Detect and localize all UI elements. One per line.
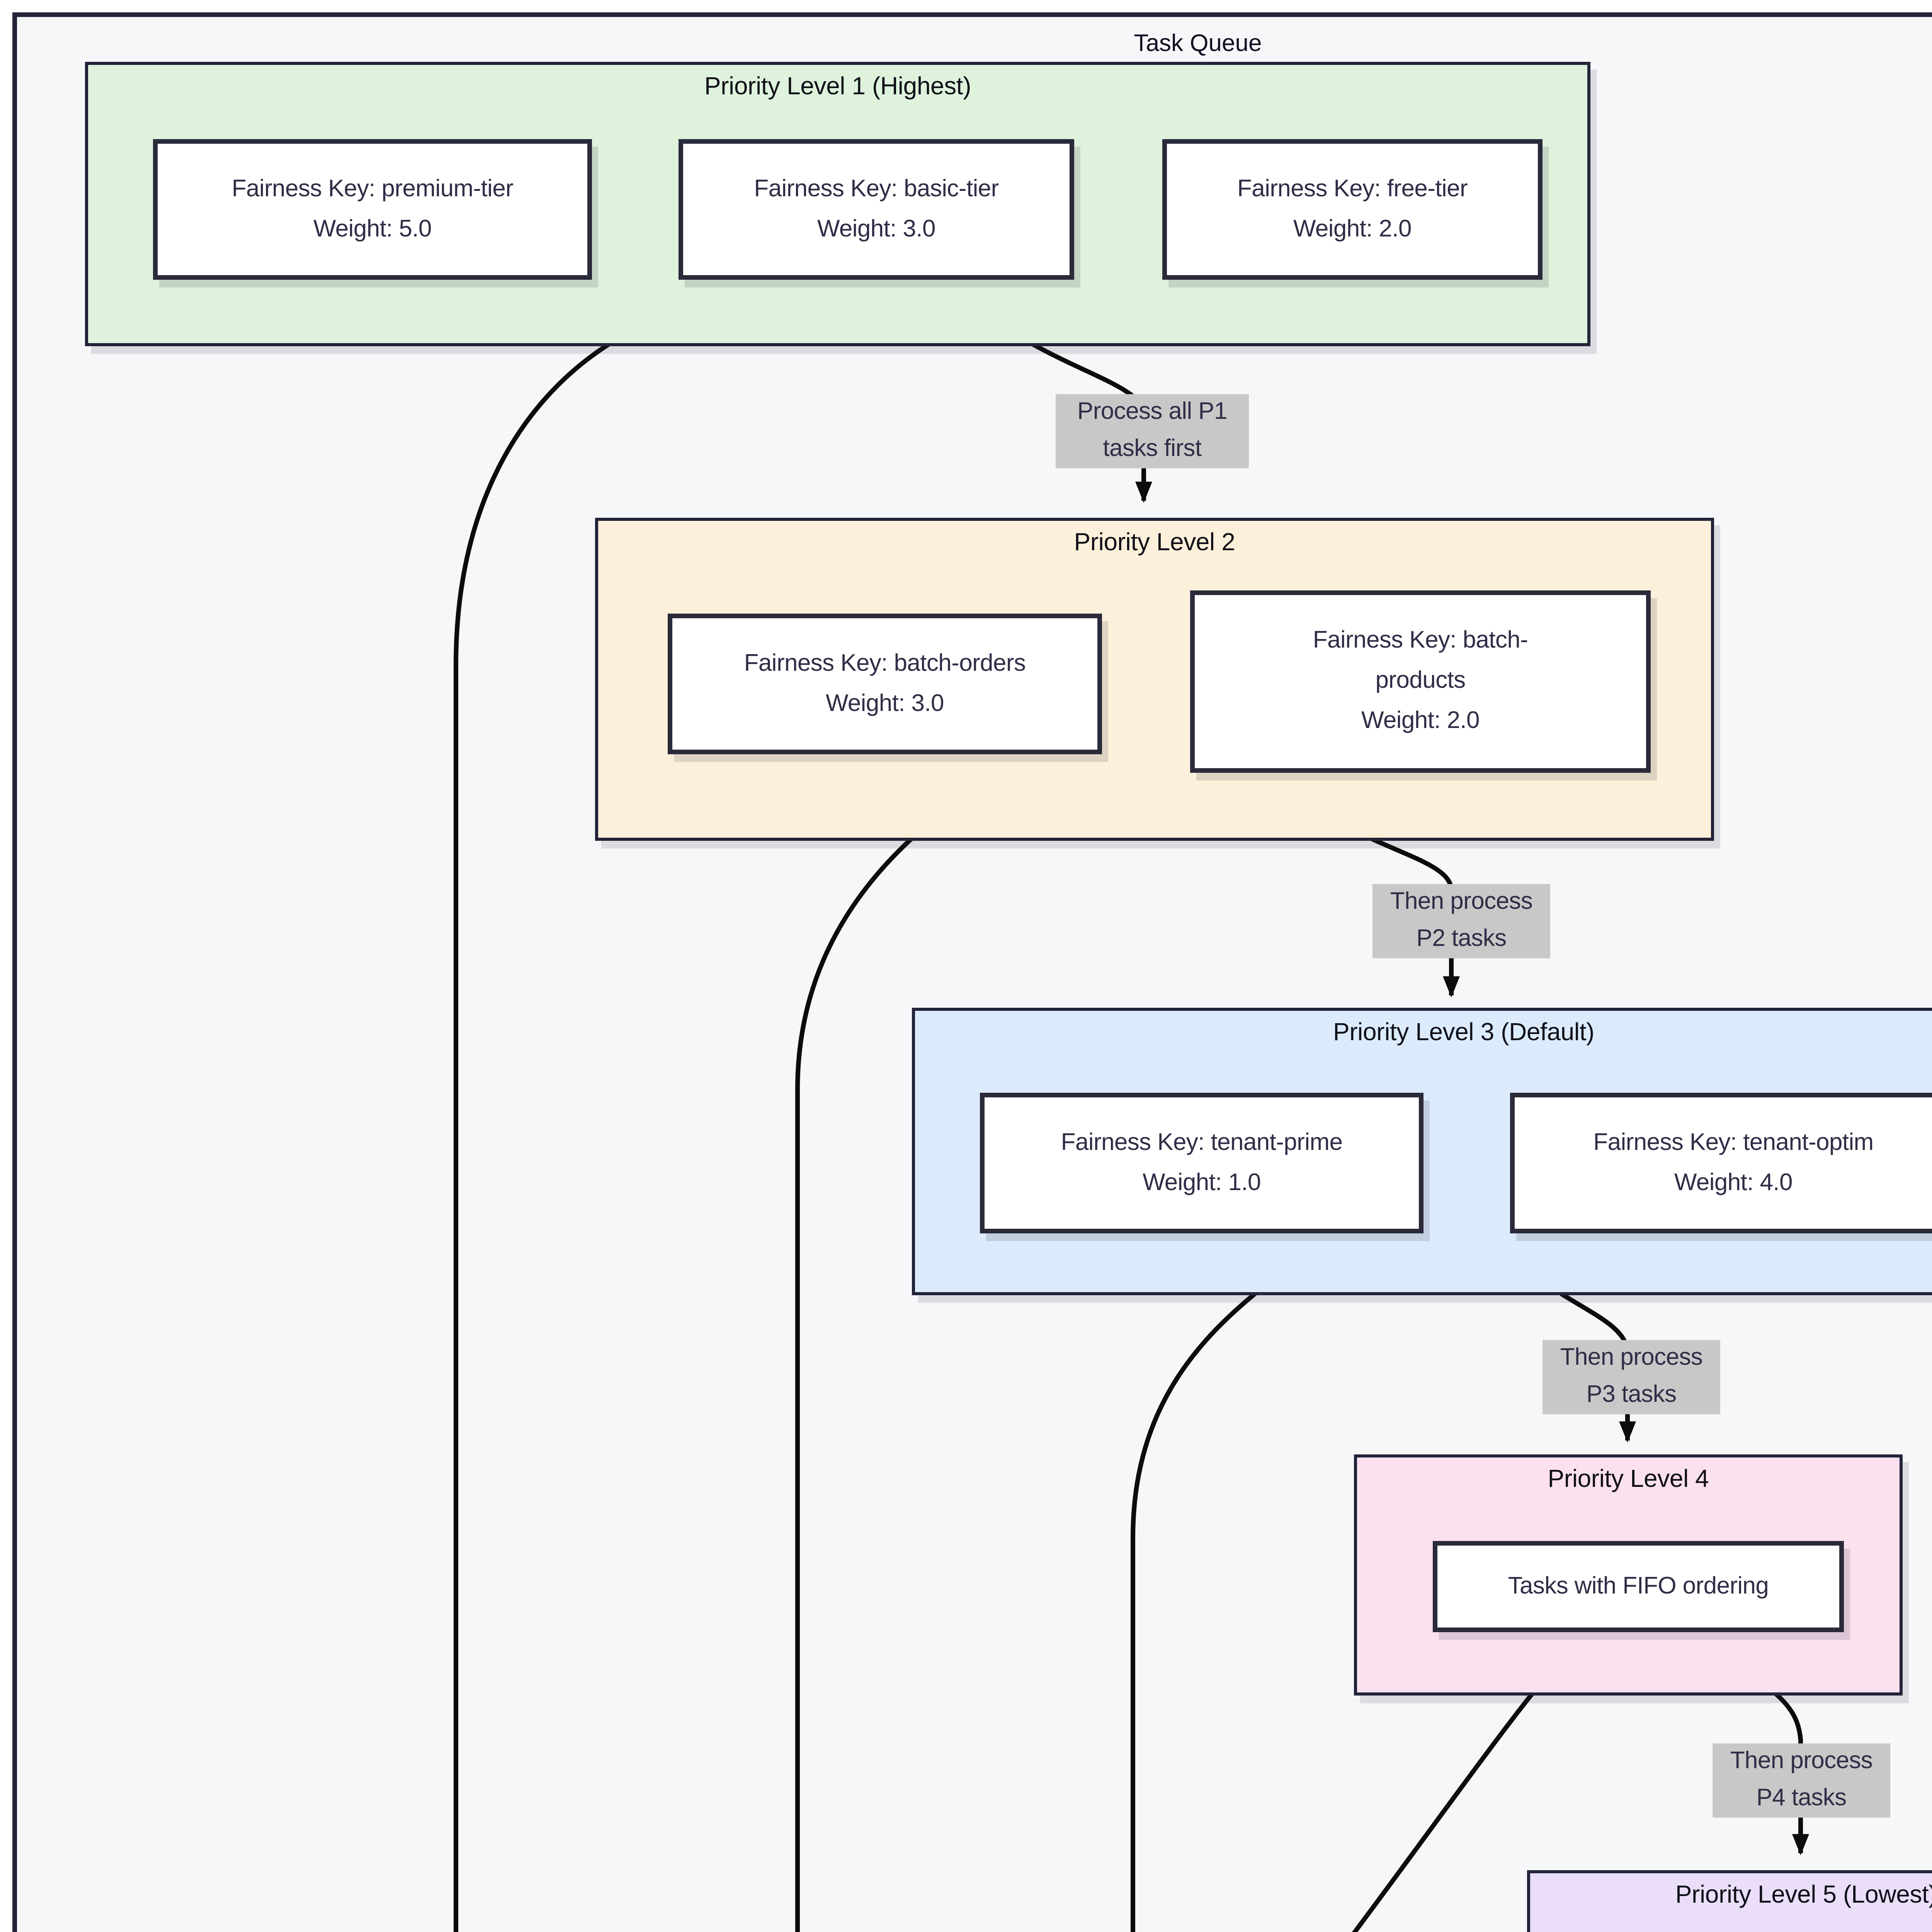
cluster-title-p1: Priority Level 1 (Highest) bbox=[704, 74, 971, 100]
edge-label-process-p4: Then process P4 tasks bbox=[1713, 1743, 1890, 1818]
node-batch-products: Fairness Key: batch- products Weight: 2.… bbox=[1190, 590, 1651, 773]
edge-label-line: Then process bbox=[1730, 1748, 1873, 1774]
node-line: products bbox=[1375, 668, 1466, 694]
node-line: Weight: 1.0 bbox=[1143, 1169, 1261, 1196]
task-queue-title: Task Queue bbox=[1134, 31, 1262, 57]
node-line: Weight: 4.0 bbox=[1674, 1169, 1793, 1196]
node-line: Fairness Key: batch- bbox=[1313, 628, 1528, 654]
edge-p4-to-workers bbox=[1352, 1691, 1535, 1932]
node-basic-tier: Fairness Key: basic-tier Weight: 3.0 bbox=[679, 139, 1074, 280]
edge-label-process-p1: Process all P1 tasks first bbox=[1056, 394, 1249, 468]
node-tenant-prime: Fairness Key: tenant-prime Weight: 1.0 bbox=[980, 1093, 1423, 1233]
edge-p3-to-workers bbox=[1131, 1292, 1257, 1932]
cluster-title-p2: Priority Level 2 bbox=[1074, 530, 1235, 556]
node-line: Weight: 3.0 bbox=[817, 216, 936, 242]
node-line: Tasks with FIFO ordering bbox=[1508, 1573, 1769, 1599]
edge-label-process-p2: Then process P2 tasks bbox=[1372, 884, 1550, 958]
cluster-priority-level-2: Priority Level 2 Fairness Key: batch-ord… bbox=[595, 518, 1714, 841]
node-line: Weight: 3.0 bbox=[826, 690, 944, 716]
edge-label-process-p3: Then process P3 tasks bbox=[1543, 1340, 1720, 1414]
node-batch-orders: Fairness Key: batch-orders Weight: 3.0 bbox=[668, 614, 1102, 754]
edge-label-line: tasks first bbox=[1103, 436, 1202, 462]
cluster-title-p5: Priority Level 5 (Lowest) bbox=[1675, 1883, 1932, 1909]
edge-label-line: Then process bbox=[1390, 889, 1533, 915]
edge-label-line: P4 tasks bbox=[1756, 1785, 1847, 1811]
node-line: Fairness Key: premium-tier bbox=[231, 175, 514, 202]
edge-p2-to-workers bbox=[795, 828, 923, 1932]
node-line: Weight: 2.0 bbox=[1361, 708, 1480, 734]
node-free-tier: Fairness Key: free-tier Weight: 2.0 bbox=[1162, 139, 1543, 280]
node-line: Weight: 5.0 bbox=[313, 216, 432, 242]
node-line: Fairness Key: batch-orders bbox=[744, 650, 1026, 676]
edge-label-line: P2 tasks bbox=[1416, 926, 1507, 952]
node-fifo-p4: Tasks with FIFO ordering bbox=[1433, 1541, 1844, 1632]
node-line: Fairness Key: tenant-optim bbox=[1593, 1129, 1874, 1155]
edge-label-line: Process all P1 bbox=[1077, 399, 1228, 425]
cluster-priority-level-3: Priority Level 3 (Default) Fairness Key:… bbox=[912, 1008, 1932, 1295]
node-premium-tier: Fairness Key: premium-tier Weight: 5.0 bbox=[153, 139, 592, 280]
cluster-title-p4: Priority Level 4 bbox=[1548, 1467, 1709, 1493]
cluster-priority-level-1: Priority Level 1 (Highest) Fairness Key:… bbox=[85, 62, 1590, 346]
cluster-priority-level-5: Priority Level 5 (Lowest) Tasks with FIF… bbox=[1527, 1870, 1932, 1932]
node-tenant-optim: Fairness Key: tenant-optim Weight: 4.0 bbox=[1510, 1093, 1932, 1233]
edge-label-line: Then process bbox=[1560, 1345, 1703, 1371]
edge-p4-to-p5 bbox=[1772, 1690, 1810, 1855]
edge-label-line: P3 tasks bbox=[1586, 1382, 1677, 1408]
cluster-title-p3: Priority Level 3 (Default) bbox=[1333, 1020, 1595, 1046]
cluster-priority-level-4: Priority Level 4 Tasks with FIFO orderin… bbox=[1354, 1454, 1903, 1696]
edge-p1-to-workers bbox=[454, 341, 612, 1932]
node-line: Weight: 2.0 bbox=[1293, 216, 1412, 242]
node-line: Fairness Key: tenant-prime bbox=[1061, 1129, 1343, 1155]
node-line: Fairness Key: free-tier bbox=[1237, 175, 1468, 202]
node-line: Fairness Key: basic-tier bbox=[754, 175, 999, 202]
